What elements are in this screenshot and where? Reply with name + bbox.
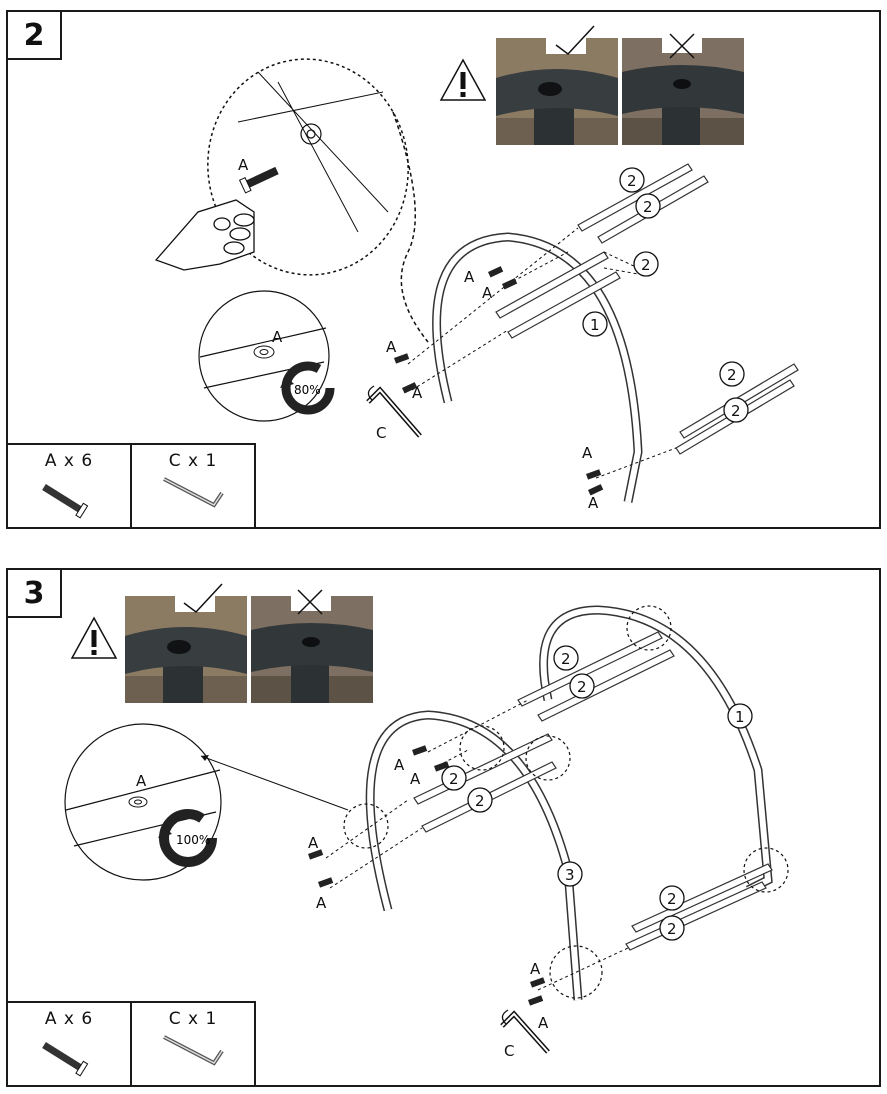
- bolt-icon: [42, 484, 89, 519]
- svg-text:80%: 80%: [294, 383, 321, 397]
- part-quantity: A x 6: [44, 1009, 94, 1029]
- svg-text:2: 2: [449, 770, 459, 788]
- svg-text:A: A: [482, 284, 493, 302]
- bolt-icon: [238, 166, 279, 194]
- svg-text:A: A: [272, 328, 283, 346]
- svg-text:A: A: [588, 494, 599, 512]
- callout-tube-2: 2 2 2 2 2 2: [441, 645, 685, 941]
- detail-callout: [207, 58, 409, 276]
- part-hex-key-c: C x 1: [130, 1003, 254, 1085]
- incorrect-photo: [251, 596, 373, 703]
- hex-key-icon: [163, 1035, 224, 1066]
- svg-text:A: A: [530, 960, 541, 978]
- svg-text:A: A: [394, 756, 405, 774]
- part-hex-key-c: C x 1: [130, 445, 254, 527]
- svg-text:2: 2: [731, 402, 741, 420]
- svg-text:A: A: [238, 156, 249, 174]
- part-quantity: C x 1: [168, 451, 218, 471]
- hex-key-icon: [500, 1009, 550, 1054]
- svg-text:A: A: [464, 268, 475, 286]
- part-bolt-a: A x 6: [8, 445, 130, 527]
- part-bolt-a: A x 6: [8, 1003, 130, 1085]
- frame-3: [365, 710, 583, 1001]
- svg-text:A: A: [582, 444, 593, 462]
- correct-photo: [125, 596, 247, 703]
- step-3-panel: 3: [6, 568, 881, 1087]
- hex-key-icon: [163, 477, 224, 508]
- part-quantity: C x 1: [168, 1009, 218, 1029]
- svg-text:A: A: [136, 772, 147, 790]
- svg-text:2: 2: [641, 256, 651, 274]
- svg-text:2: 2: [643, 198, 653, 216]
- bolt-icon: [42, 1042, 89, 1077]
- svg-text:2: 2: [577, 678, 587, 696]
- svg-text:1: 1: [735, 708, 745, 726]
- svg-text:C: C: [376, 424, 386, 442]
- svg-text:2: 2: [727, 366, 737, 384]
- callout-frame-1: 1: [727, 703, 753, 729]
- step-number: 3: [6, 568, 62, 618]
- tighten-arrow-icon: [280, 361, 335, 415]
- svg-text:A: A: [538, 1014, 549, 1032]
- svg-text:2: 2: [475, 792, 485, 810]
- step-number: 2: [6, 10, 62, 60]
- svg-text:A: A: [412, 384, 423, 402]
- frame-1: [539, 605, 773, 895]
- svg-text:2: 2: [627, 172, 637, 190]
- svg-text:A: A: [316, 894, 327, 912]
- warning-icon: [439, 58, 487, 101]
- correct-photo: [496, 38, 618, 145]
- part-quantity: A x 6: [44, 451, 94, 471]
- frame-1: [432, 232, 643, 503]
- svg-text:C: C: [504, 1042, 514, 1060]
- svg-text:1: 1: [590, 316, 600, 334]
- callout-frame-3: 3: [557, 861, 583, 887]
- callout-frame-1: 1: [582, 311, 608, 337]
- incorrect-photo: [622, 38, 744, 145]
- parts-list: A x 6 C x 1: [6, 443, 256, 529]
- warning-icon: [70, 616, 118, 659]
- svg-text:2: 2: [667, 890, 677, 908]
- tighten-arrow-icon: [158, 809, 217, 867]
- svg-text:A: A: [308, 834, 319, 852]
- svg-text:3: 3: [565, 866, 575, 884]
- step-2-panel: 2: [6, 10, 881, 529]
- callout-tube-2: 2 2 2 2 2: [619, 167, 749, 423]
- hex-key-icon: [366, 385, 422, 438]
- parts-list: A x 6 C x 1: [6, 1001, 256, 1087]
- svg-text:A: A: [386, 338, 397, 356]
- svg-text:A: A: [410, 770, 421, 788]
- svg-text:100%: 100%: [176, 833, 210, 847]
- svg-text:2: 2: [561, 650, 571, 668]
- svg-text:2: 2: [667, 920, 677, 938]
- hand-icon: [154, 199, 255, 271]
